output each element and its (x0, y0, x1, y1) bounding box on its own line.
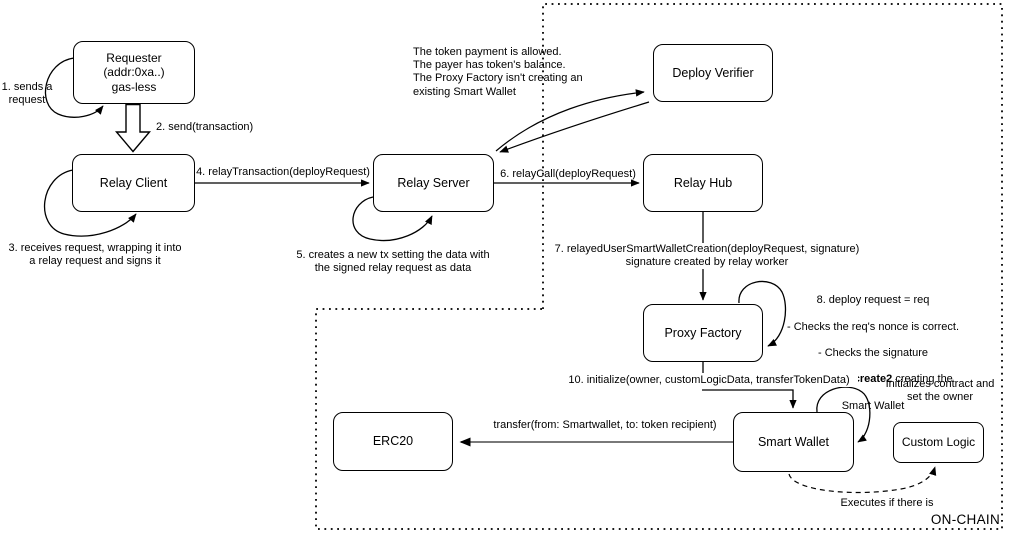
node-custom-logic-label: Custom Logic (901, 435, 976, 450)
node-proxy-factory-label: Proxy Factory (664, 325, 742, 340)
node-proxy-factory: Proxy Factory (643, 304, 763, 362)
node-smart-wallet: Smart Wallet (733, 412, 854, 472)
self-loop-proxy-factory (738, 280, 787, 347)
node-relay-client: Relay Client (72, 154, 195, 212)
node-custom-logic: Custom Logic (893, 422, 984, 463)
label-step4: 4. relayTransaction(deployRequest) (196, 166, 370, 178)
arrow-from-deploy-verifier (499, 101, 650, 153)
self-loop-relay-server (352, 196, 433, 242)
label-step5: 5. creates a new tx setting the data wit… (296, 249, 490, 275)
node-requester: Requester (addr:0xa..) gas-less (73, 41, 195, 104)
label-step3: 3. receives request, wrapping it into a … (8, 242, 182, 268)
proxy-note-create2: create2 (853, 373, 893, 386)
node-deploy-verifier: Deploy Verifier (653, 44, 773, 102)
node-erc20-label: ERC20 (372, 434, 414, 448)
label-step6: 6. relayCall(deployRequest) (500, 168, 636, 180)
node-relay-client-label: Relay Client (99, 175, 168, 190)
node-relay-server: Relay Server (373, 154, 494, 212)
proxy-note-line5: Smart Wallet (841, 399, 905, 412)
node-deploy-verifier-label: Deploy Verifier (672, 65, 754, 80)
arrow-to-deploy-verifier (495, 89, 645, 152)
node-relay-hub: Relay Hub (643, 154, 763, 212)
label-proxy-note: 8. deploy request = req - Checks the req… (780, 281, 966, 426)
self-loop-relay-client (43, 169, 137, 237)
label-transfer: transfer(from: Smartwallet, to: token re… (493, 419, 717, 431)
proxy-note-line2: - Checks the req's nonce is correct. (786, 320, 960, 333)
label-step10: 10. initialize(owner, customLogicData, t… (560, 374, 858, 388)
label-step1: 1. sends a request (1, 81, 53, 107)
self-loop-smart-wallet (816, 386, 871, 443)
arrow-initialize (702, 389, 797, 409)
label-init-note: Initializes contract and set the owner (885, 378, 995, 404)
proxy-note-line4-post: creating the (892, 373, 953, 386)
label-step7: 7. relayedUserSmartWalletCreation(deploy… (550, 243, 864, 270)
node-relay-server-label: Relay Server (397, 175, 470, 190)
node-requester-label: Requester (addr:0xa..) gas-less (103, 50, 165, 94)
label-verifier-note: The token payment is allowed. The payer … (413, 46, 583, 98)
label-executes-note: Executes if there is (840, 497, 934, 509)
node-erc20: ERC20 (333, 412, 453, 471)
send-transaction-block-arrow (114, 103, 152, 153)
node-relay-hub-label: Relay Hub (673, 175, 733, 190)
node-smart-wallet-label: Smart Wallet (757, 434, 830, 449)
label-onchain: ON-CHAIN (930, 512, 1000, 527)
self-loop-requester (44, 57, 104, 118)
label-step2: 2. send(transaction) (156, 121, 254, 133)
arrow-executes-custom-logic (788, 466, 937, 494)
proxy-note-line1: 8. deploy request = req (816, 294, 930, 307)
proxy-note-line3: - Checks the signature (817, 346, 929, 359)
